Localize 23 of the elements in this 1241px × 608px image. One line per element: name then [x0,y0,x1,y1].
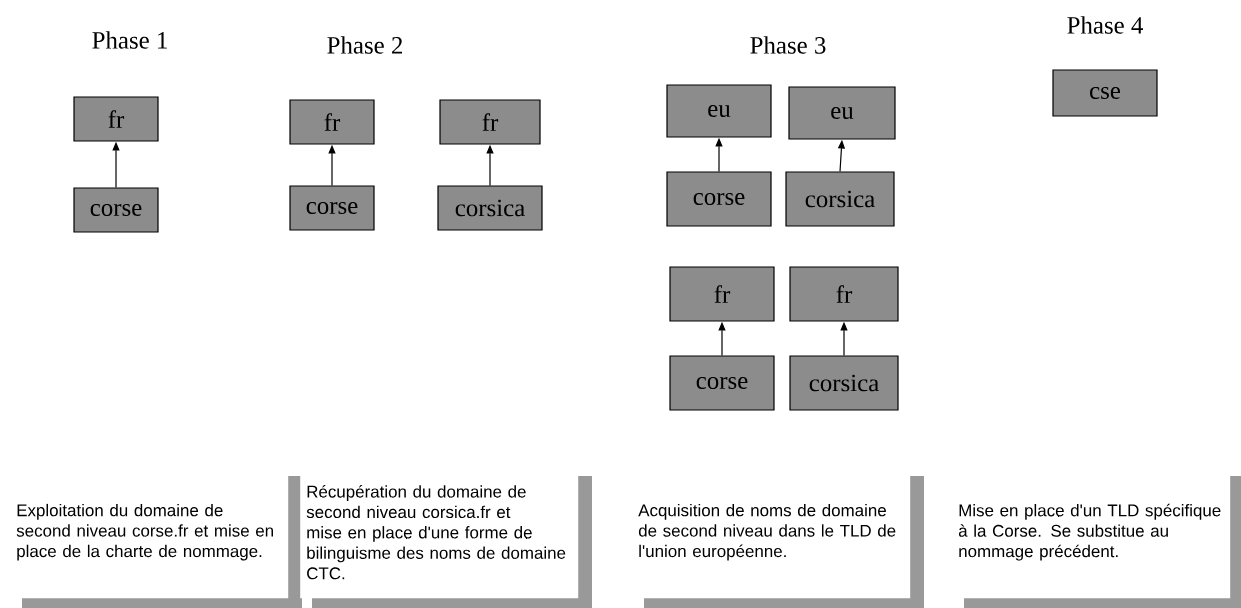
description-box: Récupération du domaine de second niveau corsica.fr et mise en place d'une forme de bilinguisme des noms de domaine CTC. [300,466,592,608]
description-box: Acquisition de noms de domaine de second niveau dans le TLD de l'union européenne. [632,466,924,608]
domain-box: fr [289,99,375,145]
domain-box: corse [666,171,772,227]
phase-title: Phase 4 [1067,16,1143,34]
phase-title: Phase 3 [750,36,826,54]
description-box: Exploitation du domaine de second niveau corse.fr et mise en place de la charte de nommage. [10,466,302,608]
domain-box: corsica [789,355,899,411]
domain-box: fr [669,266,775,322]
domain-box: fr [73,96,159,142]
domain-box: corsica [785,171,895,227]
domain-box: corse [73,187,159,233]
domain-box: fr [789,266,899,322]
phase-title: Phase 2 [327,36,402,54]
domain-box: cse [1052,69,1158,117]
domain-box: corse [669,355,775,411]
domain-box: eu [666,84,772,138]
domain-box: corsica [437,185,543,231]
domain-box: eu [788,86,896,140]
domain-box: corse [289,185,375,231]
domain-box: fr [439,99,541,145]
phase-title: Phase 1 [92,31,167,49]
description-box: Mise en place d'un TLD spécifique à la Corse. Se substitue au nommage précédent. [952,466,1241,608]
